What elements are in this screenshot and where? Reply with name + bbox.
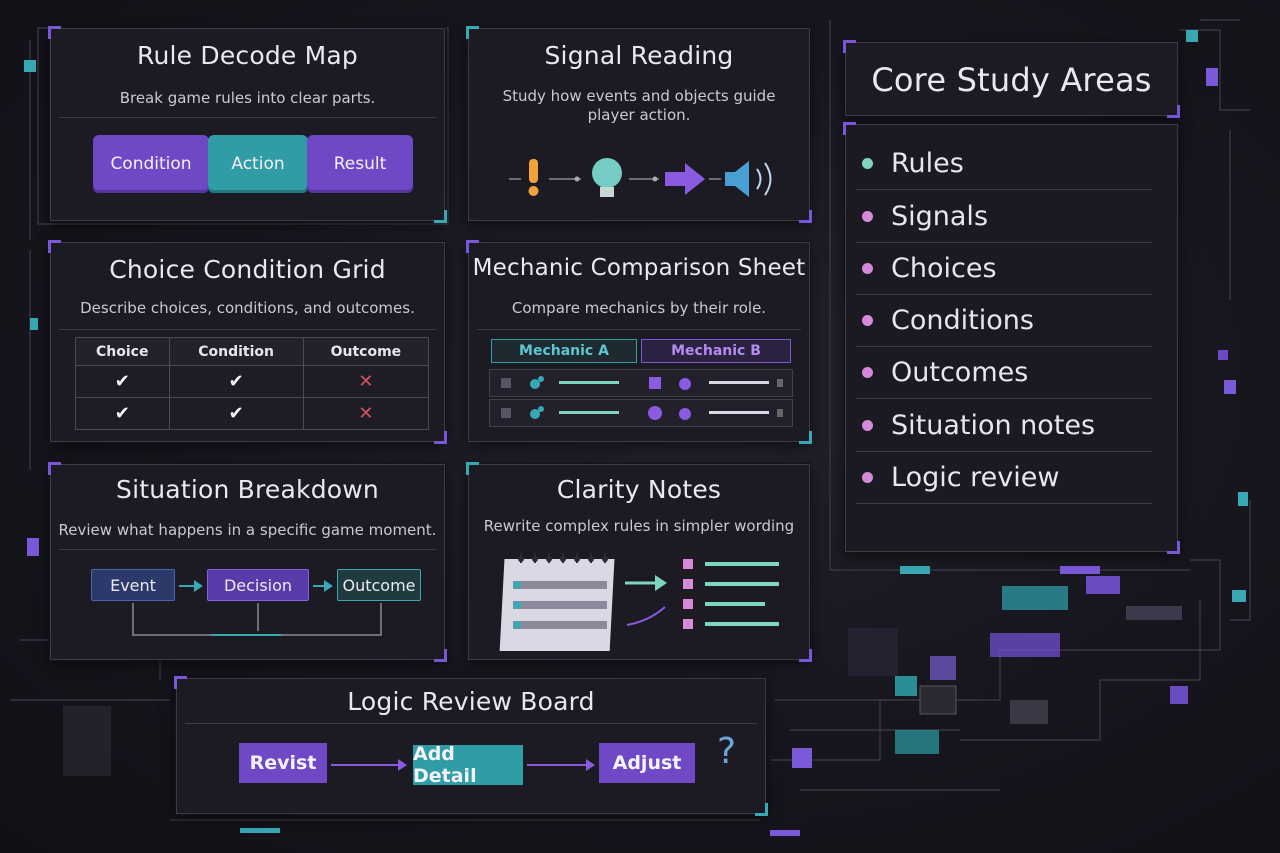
check-icon: ✔ xyxy=(75,365,170,398)
notepad-illustration xyxy=(499,553,779,651)
pink-dot-icon xyxy=(862,367,873,378)
choice-grid-panel: Choice Condition Grid Describe choices, … xyxy=(48,240,447,444)
core-study-header: Core Study Areas xyxy=(843,40,1180,118)
lightbulb-icon xyxy=(592,158,622,197)
choice-grid-table: Choice Condition Outcome ✔ ✔ ✕ ✔ ✔ ✕ xyxy=(75,337,430,430)
list-item-logic-review[interactable]: Logic review xyxy=(856,452,1152,504)
mechanic-row-icons xyxy=(501,376,783,420)
check-icon: ✔ xyxy=(168,397,304,430)
mechanic-sheet-title: Mechanic Comparison Sheet xyxy=(472,255,806,281)
divider xyxy=(59,329,436,330)
cross-icon: ✕ xyxy=(302,365,430,398)
choice-grid-title: Choice Condition Grid xyxy=(109,255,386,284)
divider xyxy=(477,329,801,330)
logic-board-panel: Logic Review Board Revist Add Detail Adj… xyxy=(174,676,768,816)
arrow-right-icon xyxy=(179,580,203,592)
puzzle-piece-condition: Condition xyxy=(93,135,209,193)
arrow-right-icon xyxy=(313,580,333,592)
list-item-situation-notes[interactable]: Situation notes xyxy=(856,400,1152,452)
cross-icon: ✕ xyxy=(302,397,430,430)
signal-icons xyxy=(509,158,772,197)
pink-dot-icon xyxy=(862,472,873,483)
question-mark-icon: ? xyxy=(717,731,737,772)
arrow-right-icon xyxy=(527,759,595,771)
clarity-panel: Clarity Notes Rewrite complex rules in s… xyxy=(466,462,812,662)
signal-reading-title: Signal Reading xyxy=(544,41,734,70)
signal-reading-panel: Signal Reading Study how events and obje… xyxy=(466,26,812,223)
puzzle-piece-action: Action xyxy=(208,135,308,193)
mechanic-sheet-subtitle: Compare mechanics by their role. xyxy=(511,299,767,317)
pink-dot-icon xyxy=(862,420,873,431)
core-study-list xyxy=(843,122,1180,554)
mechanic-sheet-panel: Mechanic Comparison Sheet Compare mechan… xyxy=(466,240,812,444)
feedback-loop-lines xyxy=(132,603,382,636)
check-icon: ✔ xyxy=(75,397,170,430)
clarity-subtitle: Rewrite complex rules in simpler wording xyxy=(483,517,795,535)
add-detail-button[interactable]: Add Detail xyxy=(413,743,523,787)
speaker-icon xyxy=(725,161,772,197)
table-row: ✔ ✔ ✕ xyxy=(75,365,430,398)
situation-title: Situation Breakdown xyxy=(116,475,379,504)
simplified-list-icon xyxy=(683,559,779,629)
column-header: Choice xyxy=(75,337,170,366)
situation-panel: Situation Breakdown Review what happens … xyxy=(48,462,447,662)
puzzle-label: Result xyxy=(333,154,387,174)
arrow-right-icon xyxy=(665,163,705,195)
arrow-right-icon xyxy=(331,759,407,771)
table-row: ✔ ✔ ✕ xyxy=(75,397,430,430)
mechanic-a-header: Mechanic A xyxy=(491,339,637,363)
column-header: Outcome xyxy=(302,337,430,366)
rule-decode-subtitle: Break game rules into clear parts. xyxy=(119,89,376,107)
event-box: Event xyxy=(91,569,175,601)
logic-board-title: Logic Review Board xyxy=(347,687,595,716)
teal-dot-icon xyxy=(862,158,873,169)
core-study-title: Core Study Areas xyxy=(871,61,1152,99)
rule-decode-panel: Rule Decode Map Break game rules into cl… xyxy=(48,26,447,223)
divider xyxy=(185,723,757,724)
rule-decode-title: Rule Decode Map xyxy=(137,41,358,70)
pink-dot-icon xyxy=(862,315,873,326)
exclamation-icon xyxy=(528,159,539,196)
list-item-conditions[interactable]: Conditions xyxy=(856,295,1152,347)
decision-box: Decision xyxy=(207,569,309,601)
outcome-box: Outcome xyxy=(337,569,421,601)
puzzle-label: Condition xyxy=(110,154,192,174)
situation-subtitle: Review what happens in a specific game m… xyxy=(58,521,437,539)
puzzle-label: Action xyxy=(231,154,285,174)
divider xyxy=(59,117,436,118)
list-item-rules[interactable]: Rules xyxy=(856,138,1152,190)
signal-reading-subtitle: Study how events and objects guide playe… xyxy=(502,87,776,124)
adjust-button[interactable]: Adjust xyxy=(599,743,695,783)
list-item-choices[interactable]: Choices xyxy=(856,243,1152,295)
pink-dot-icon xyxy=(862,211,873,222)
pink-dot-icon xyxy=(862,263,873,274)
notepad-icon xyxy=(499,553,615,651)
choice-grid-subtitle: Describe choices, conditions, and outcom… xyxy=(80,299,415,317)
clarity-title: Clarity Notes xyxy=(556,475,722,504)
revist-button[interactable]: Revist xyxy=(239,743,327,783)
puzzle-piece-result: Result xyxy=(307,135,413,193)
check-icon: ✔ xyxy=(168,365,304,398)
mechanic-b-header: Mechanic B xyxy=(641,339,791,363)
list-item-outcomes[interactable]: Outcomes xyxy=(856,347,1152,399)
divider xyxy=(59,549,436,550)
list-item-signals[interactable]: Signals xyxy=(856,191,1152,243)
column-header: Condition xyxy=(168,337,304,366)
